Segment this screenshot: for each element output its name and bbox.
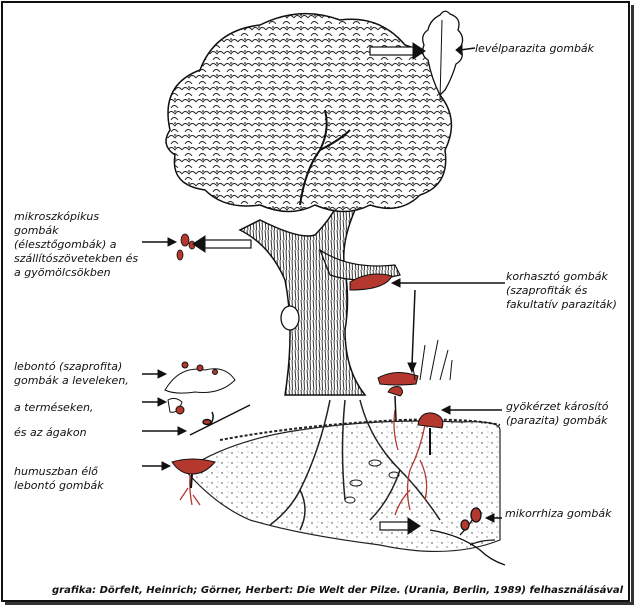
label-mycorrhiza: mikorrhiza gombák — [505, 507, 612, 520]
humus-pointer — [142, 461, 172, 471]
fruit-fungi — [167, 397, 185, 415]
yeast-label-pointer — [142, 237, 178, 247]
frame-shadow — [5, 5, 634, 605]
small-root-mushroom — [387, 386, 403, 421]
decay-arrow — [390, 278, 505, 288]
label-decay-fungi: korhasztó gombák (szaprofiták és fakulta… — [506, 270, 617, 311]
label-branches: és az ágakon — [14, 426, 87, 439]
leaf-litter — [164, 361, 236, 394]
mycorrhiza-detail — [429, 507, 506, 566]
oak-leaf-illustration — [422, 10, 464, 101]
image-credit: grafika: Dörfelt, Heinrich; Görner, Herb… — [52, 585, 624, 596]
label-fruit: a terméseken, — [14, 401, 94, 414]
fruit-pointer — [142, 397, 168, 407]
bracket-fungus — [349, 273, 393, 291]
mycorrhiza-arrow — [379, 517, 421, 535]
decay-arrow-2 — [407, 289, 417, 374]
arrows — [142, 42, 505, 535]
leaf-label-pointer — [455, 43, 476, 57]
root-fungus-mushroom — [417, 412, 444, 455]
branch-pointer — [142, 426, 188, 436]
mycorrhiza-pointer — [484, 513, 502, 523]
branch-fungi — [189, 404, 251, 436]
grass — [411, 339, 453, 381]
label-humus-fungi: humuszban élő lebontó gombák — [14, 465, 104, 492]
label-leaf-decomposer: lebontó (szaprofita) gombák a leveleken, — [14, 360, 129, 387]
tree-canopy — [165, 12, 453, 213]
label-microscopic-fungi: mikroszkópikus gombák (élesztőgombák) a … — [14, 210, 139, 279]
tree-roots — [269, 399, 441, 531]
bracket-fungus-base — [377, 372, 419, 386]
humus-fungus-cup — [171, 458, 216, 489]
leaf-arrow — [369, 42, 426, 60]
label-leaf-parasite: levélparazita gombák — [475, 42, 595, 55]
leaf-litter-pointer — [142, 369, 168, 379]
root-damage-pointer — [440, 405, 502, 415]
label-root-damaging: gyökérzet károsító (parazita) gombák — [506, 400, 609, 427]
root-fungi-hyphae — [179, 409, 428, 516]
yeast-arrow — [192, 235, 252, 253]
yeast-cells — [176, 233, 196, 261]
tree-trunk — [238, 198, 401, 396]
